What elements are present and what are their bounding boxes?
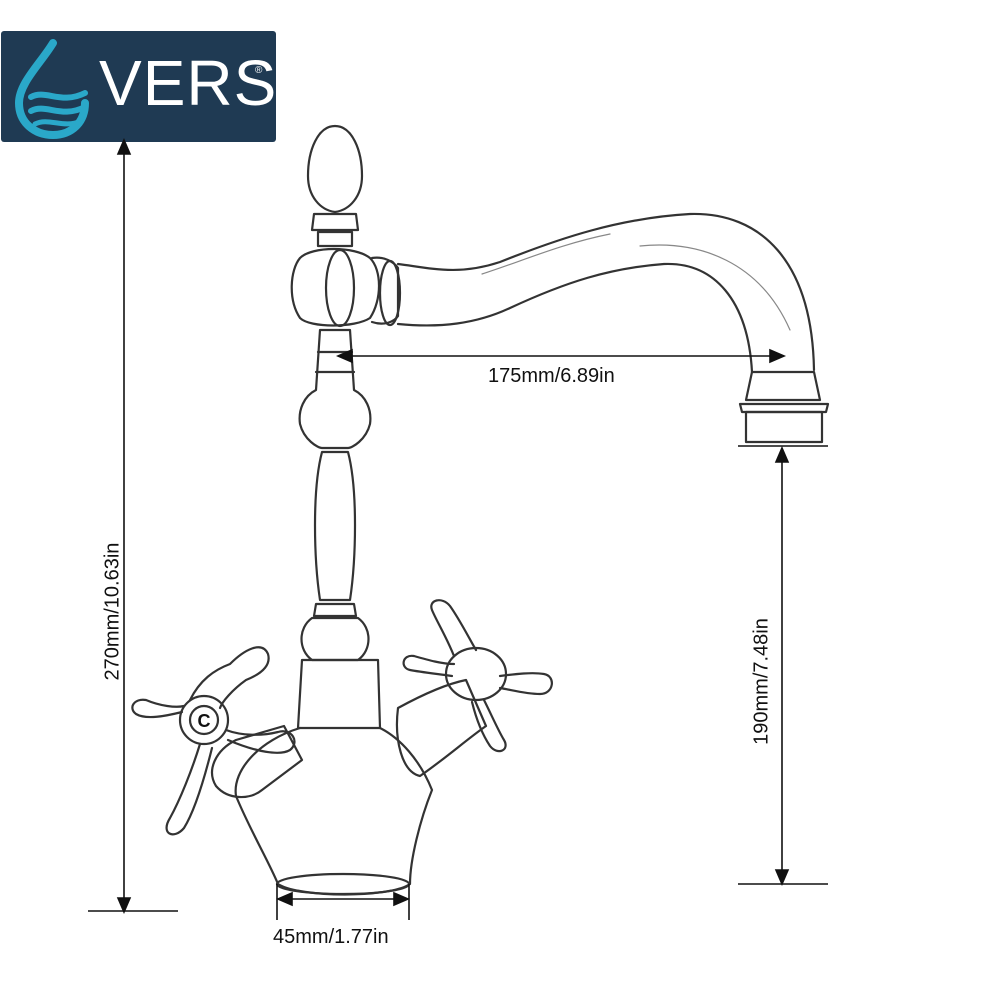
spout: [396, 212, 816, 372]
total-height-label: 270mm/10.63in: [101, 542, 124, 681]
left-handle: [131, 646, 296, 836]
main-body: [313, 450, 357, 602]
right-handle: [402, 599, 553, 753]
upper-column: [298, 328, 372, 450]
base: [234, 726, 434, 896]
aerator: [744, 370, 822, 402]
brand-logo: VERSO ®: [1, 31, 327, 142]
registered-mark: ®: [255, 65, 263, 76]
cold-handle-label: C: [198, 711, 211, 731]
spout-height-label: 190mm/7.48in: [750, 618, 773, 745]
spout-hub: [290, 248, 380, 327]
brand-name: VERSO: [99, 47, 329, 119]
finial: [306, 124, 364, 214]
spout-reach-label: 175mm/6.89in: [488, 365, 615, 387]
water-drop-icon: [14, 39, 89, 140]
base-width-label: 45mm/1.77in: [273, 926, 389, 948]
